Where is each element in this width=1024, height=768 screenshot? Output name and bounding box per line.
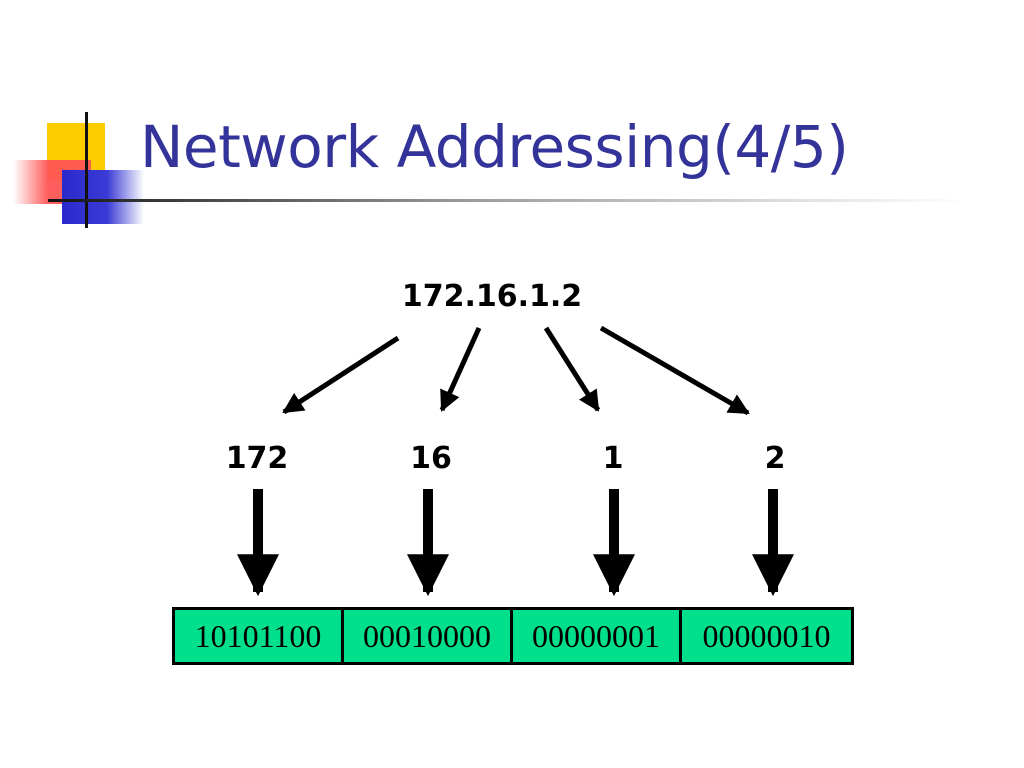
slide-title: Network Addressing(4/5): [140, 113, 849, 181]
binary-cell-1: 10101100: [175, 610, 344, 662]
split-arrow-octet-3: [543, 326, 601, 412]
binary-cell-3: 00000001: [513, 610, 682, 662]
title-ornament-blue-square: [62, 170, 144, 224]
binary-table: 10101100 00010000 00000001 00000010: [172, 607, 854, 665]
octet-label-3: 1: [602, 441, 624, 476]
title-ornament-vertical-line: [85, 112, 88, 228]
octet-label-2: 16: [410, 441, 452, 476]
binary-cell-2: 00010000: [344, 610, 513, 662]
split-arrow-octet-4: [599, 325, 750, 416]
ip-address-label: 172.16.1.2: [401, 279, 583, 314]
split-arrow-octet-2: [439, 326, 482, 412]
octet-label-1: 172: [225, 441, 289, 476]
split-arrow-octet-1: [282, 335, 400, 415]
octet-label-4: 2: [764, 441, 786, 476]
binary-cell-4: 00000010: [702, 617, 831, 654]
title-underline-rule: [48, 199, 968, 202]
